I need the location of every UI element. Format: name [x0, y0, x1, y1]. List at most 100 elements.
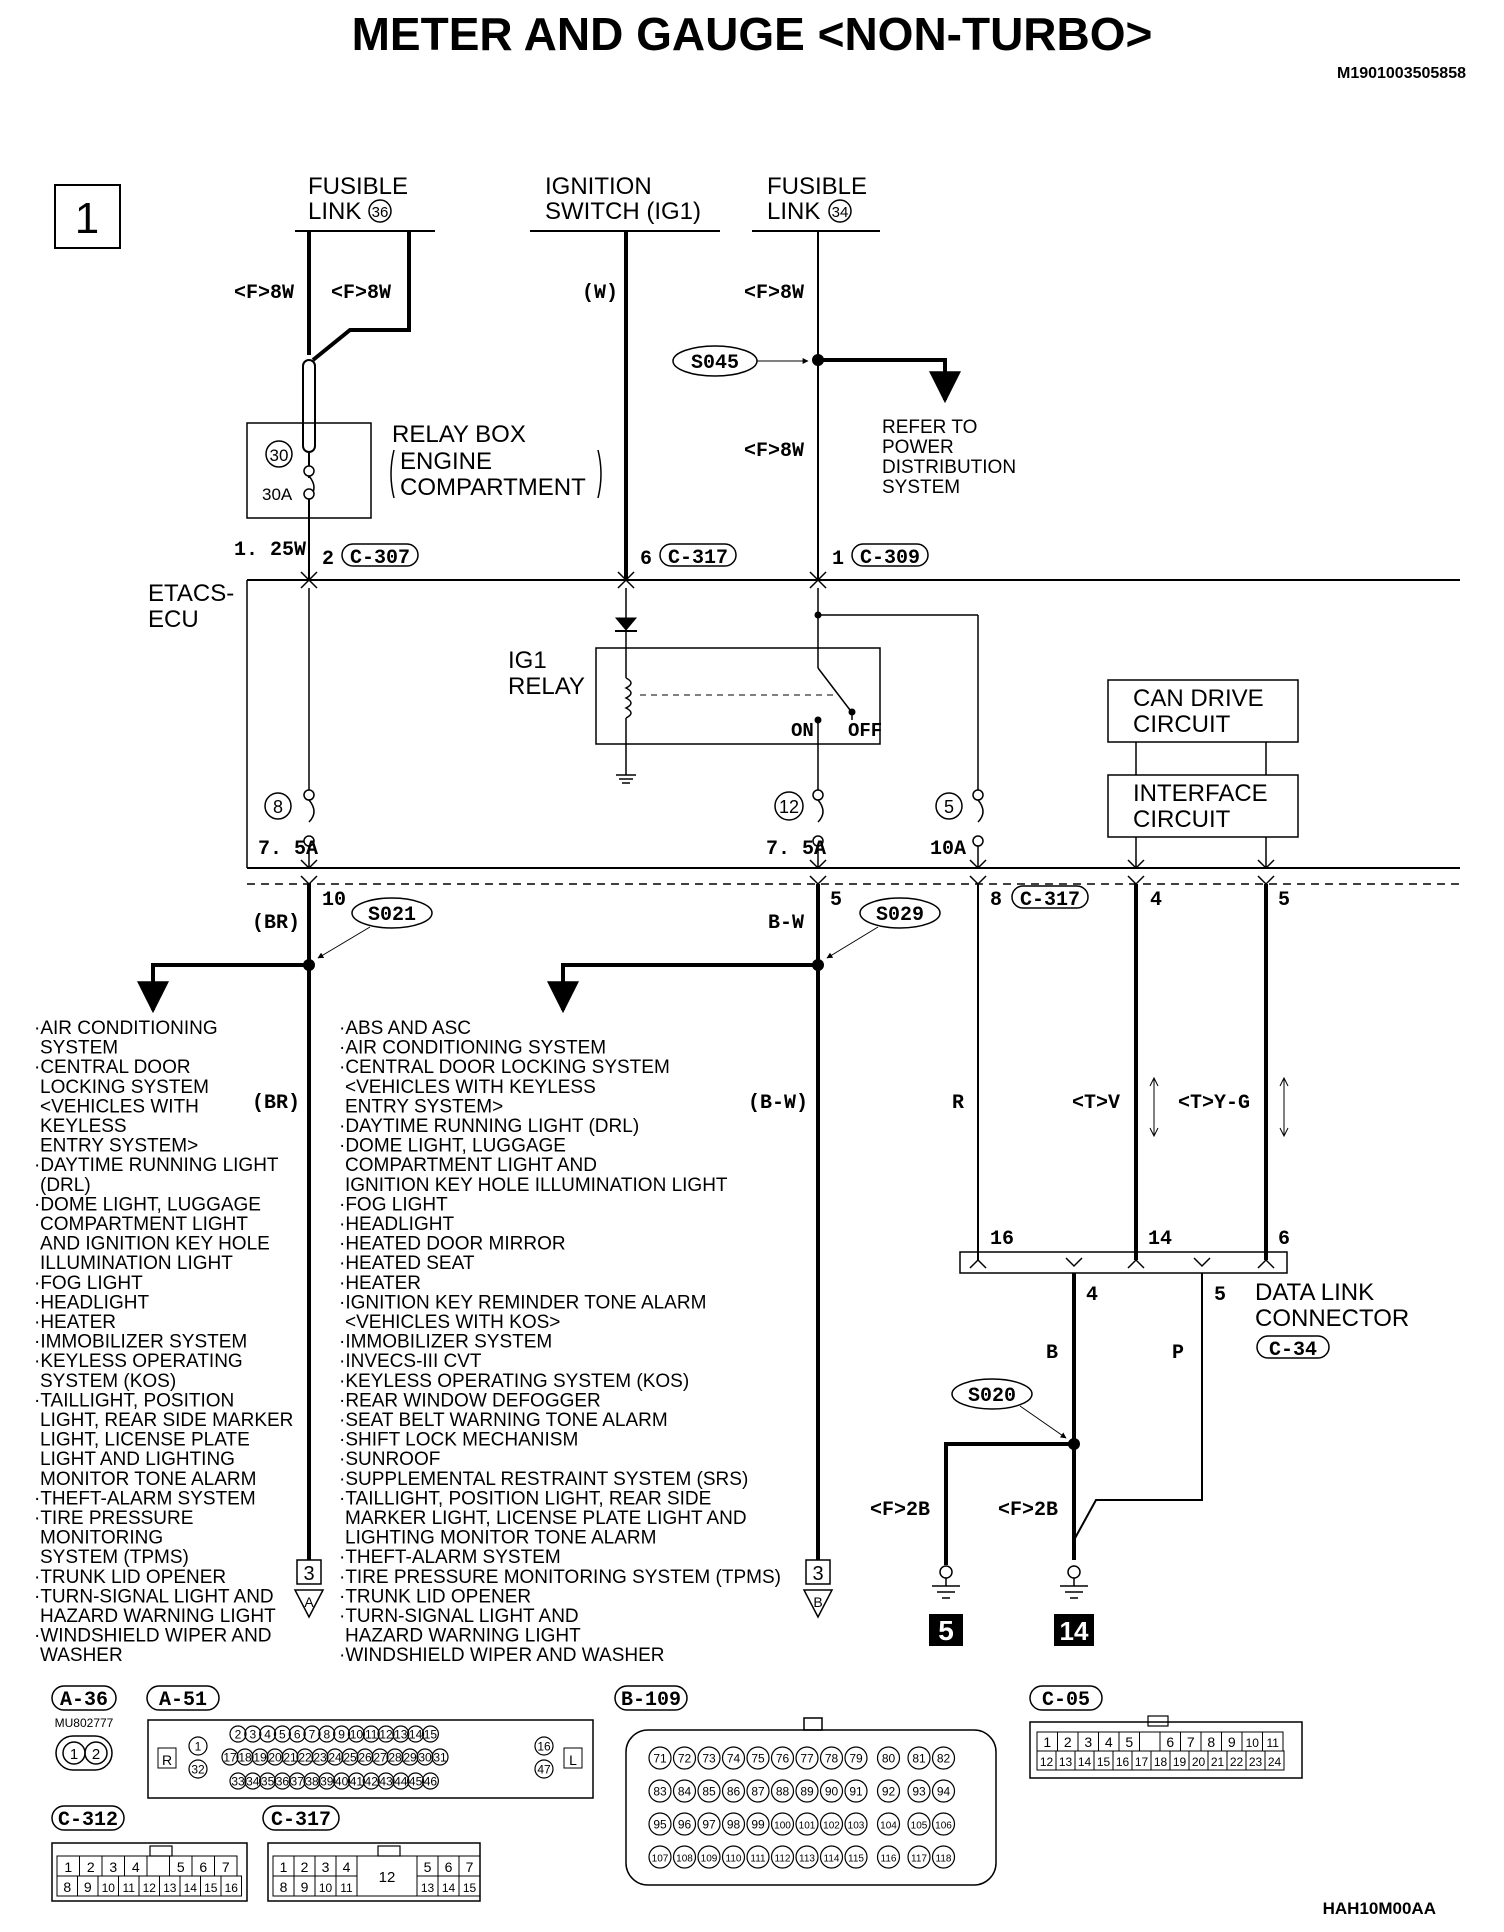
svg-text:C-309: C-309 — [860, 547, 920, 570]
wire-br-mid: (BR) — [252, 1092, 300, 1115]
list-item: ·FOG LIGHT — [339, 1194, 448, 1215]
pin-label: 80 — [882, 1752, 896, 1766]
pin-label: 111 — [750, 1854, 766, 1865]
pin-label: 113 — [799, 1854, 815, 1865]
pin-label: 30 — [418, 1751, 432, 1765]
svg-text:C-317: C-317 — [1020, 889, 1080, 912]
svg-text:ECU: ECU — [148, 606, 199, 633]
fuse5-no: 5 — [944, 797, 954, 817]
list-item: ·REAR WINDOW DEFOGGER — [339, 1390, 601, 1411]
pin-label: 105 — [911, 1821, 928, 1832]
pin-label: 106 — [935, 1821, 952, 1832]
svg-text:S029: S029 — [876, 904, 924, 927]
pin-label: 31 — [433, 1751, 447, 1765]
continuation-a: 3 A — [293, 1559, 325, 1619]
pin-label: 4 — [343, 1859, 351, 1875]
ground-14-box — [1054, 1614, 1094, 1646]
pin-label: 21 — [283, 1751, 297, 1765]
wire-b-p — [944, 1273, 1203, 1565]
pin-label: 14 — [1078, 1755, 1092, 1769]
dlc-label: DATA LINK CONNECTOR C-34 — [1255, 1279, 1409, 1362]
pin-label: 21 — [1211, 1755, 1225, 1769]
svg-text:34: 34 — [832, 204, 849, 221]
pin-label: 32 — [191, 1763, 205, 1777]
pin-label: 43 — [379, 1775, 393, 1789]
list-item: ·TIRE PRESSURE MONITORING SYSTEM (TPMS) — [339, 1567, 781, 1588]
list-item: ·TAILLIGHT, POSITION — [34, 1390, 234, 1411]
svg-text:C-312: C-312 — [58, 1809, 118, 1832]
wire-fl36-right: <F>8W — [331, 282, 391, 305]
wire-bw — [547, 884, 820, 1560]
pin-label: 10 — [102, 1881, 116, 1895]
pin-label: 16 — [537, 1740, 551, 1754]
list-item: IGNITION KEY HOLE ILLUMINATION LIGHT — [345, 1175, 728, 1196]
wire-r-label: R — [952, 1092, 964, 1115]
wire-ig-switch-label: (W) — [582, 282, 618, 305]
pin-label: 107 — [652, 1854, 669, 1865]
list-item: ·SEAT BELT WARNING TONE ALARM — [339, 1410, 668, 1431]
list-item: ·DAYTIME RUNNING LIGHT — [34, 1155, 279, 1176]
wire-gnd2-label: <F>2B — [998, 1499, 1058, 1522]
pin-label: 19 — [253, 1751, 267, 1765]
pin-label: 118 — [936, 1854, 952, 1865]
list-item: LIGHTING MONITOR TONE ALARM — [345, 1528, 656, 1549]
doc-code: M1901003505858 — [1337, 65, 1466, 82]
pin-label: 15 — [463, 1881, 477, 1895]
list-item: ·KEYLESS OPERATING — [34, 1351, 243, 1372]
pin-out-10: 10 — [322, 889, 346, 912]
svg-text:C-317: C-317 — [668, 547, 728, 570]
pin-label: 86 — [727, 1785, 741, 1799]
pin-label: 8 — [323, 1728, 330, 1742]
wire-tyg-label: <T>Y-G — [1178, 1092, 1250, 1115]
list-item: LIGHT AND LIGHTING — [40, 1449, 235, 1470]
pin-label: 73 — [702, 1752, 716, 1766]
splice-s029 — [859, 897, 941, 929]
list-item: ·FOG LIGHT — [34, 1273, 143, 1294]
wire-gnd1-label: <F>2B — [870, 1499, 930, 1522]
pin-label: 3 — [1084, 1734, 1092, 1750]
list-item: <VEHICLES WITH — [40, 1096, 199, 1117]
pin-label: 45 — [409, 1775, 423, 1789]
pin-label: 6 — [445, 1859, 453, 1875]
pin-label: 115 — [848, 1854, 864, 1865]
list-item: ENTRY SYSTEM> — [40, 1136, 198, 1157]
list-item: ·SUPPLEMENTAL RESTRAINT SYSTEM (SRS) — [339, 1469, 748, 1490]
pin-label: 35 — [261, 1775, 275, 1789]
pin-label: 13 — [394, 1728, 408, 1742]
svg-text:1: 1 — [832, 548, 844, 571]
svg-text:INTERFACE: INTERFACE — [1133, 780, 1268, 807]
pin-can-4: 4 — [1150, 889, 1162, 912]
list-item: MONITOR TONE ALARM — [40, 1469, 256, 1490]
list-item: ·SHIFT LOCK MECHANISM — [339, 1430, 578, 1451]
svg-text:C-317: C-317 — [271, 1809, 331, 1832]
pin-label: 79 — [849, 1752, 863, 1766]
pin-label: 38 — [305, 1775, 319, 1789]
pin-label: 9 — [1228, 1734, 1236, 1750]
relay-box-label: RELAY BOX — [392, 421, 526, 448]
pin-label: 116 — [881, 1854, 897, 1865]
svg-text:A-51: A-51 — [159, 1689, 207, 1712]
ig1-relay-label-2: RELAY — [508, 673, 585, 700]
pin-label: 11 — [340, 1881, 353, 1895]
page-title: METER AND GAUGE <NON-TURBO> — [352, 8, 1153, 60]
pin-label: 2 — [87, 1859, 95, 1875]
list-item: ·TRUNK LID OPENER — [339, 1586, 531, 1607]
pin-label: 9 — [84, 1879, 92, 1895]
svg-text:DISTRIBUTION: DISTRIBUTION — [882, 457, 1016, 478]
pin-label: 4 — [132, 1859, 140, 1875]
pin-label: 1 — [280, 1859, 288, 1875]
svg-text:B: B — [813, 1594, 822, 1610]
pin-label: 2 — [301, 1859, 309, 1875]
svg-text:CIRCUIT: CIRCUIT — [1133, 711, 1231, 738]
ground-5-box — [929, 1614, 963, 1646]
list-item: ·CENTRAL DOOR — [34, 1057, 191, 1078]
list-item: ENTRY SYSTEM> — [345, 1096, 503, 1117]
svg-text:C-34: C-34 — [1269, 1339, 1317, 1362]
pin-label: 100 — [774, 1821, 791, 1832]
svg-text:FUSIBLE: FUSIBLE — [308, 173, 408, 200]
pin-label: 14 — [409, 1728, 423, 1742]
fusible-link-34: FUSIBLE LINK 34 — [752, 173, 880, 232]
svg-text:A-36: A-36 — [60, 1689, 108, 1712]
